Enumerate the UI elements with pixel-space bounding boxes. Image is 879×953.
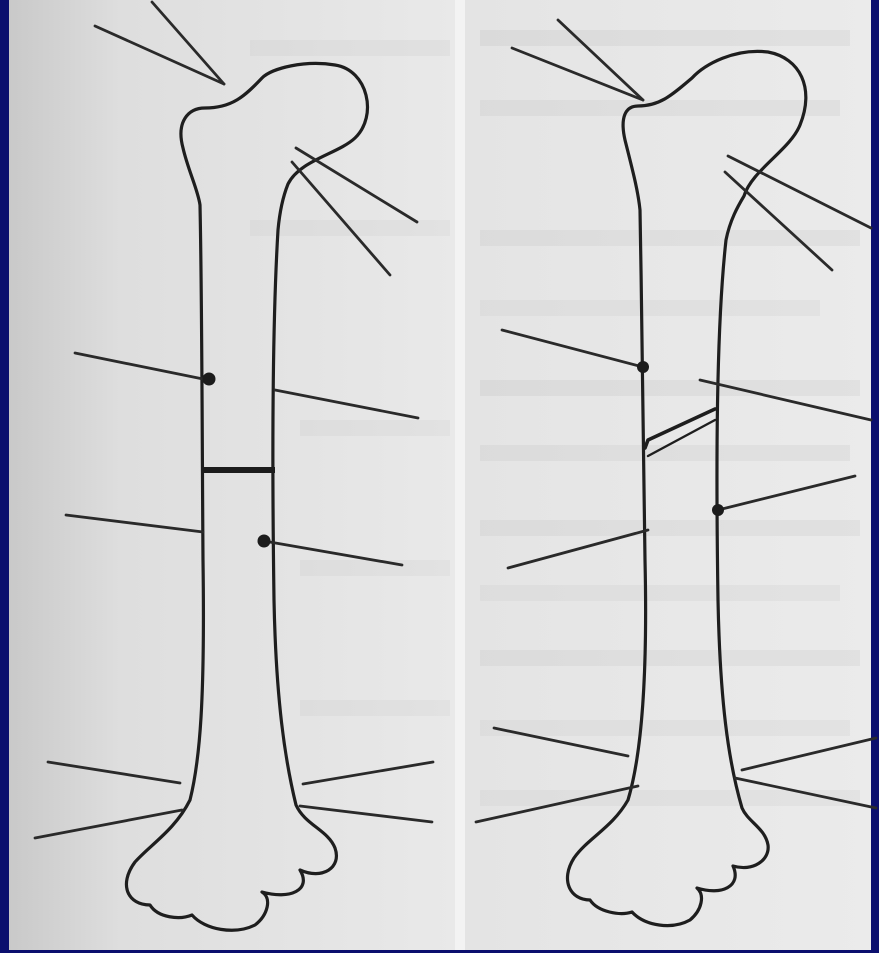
right-pin-entry-dot-upper xyxy=(637,361,649,373)
right-pin-entry-dot-lower xyxy=(712,504,724,516)
panel-gutter xyxy=(455,0,465,950)
left-pin-entry-dot-upper xyxy=(203,373,216,386)
left-paper-panel xyxy=(9,0,455,950)
right-paper-panel xyxy=(465,0,871,950)
left-pin-entry-dot-lower xyxy=(258,535,271,548)
